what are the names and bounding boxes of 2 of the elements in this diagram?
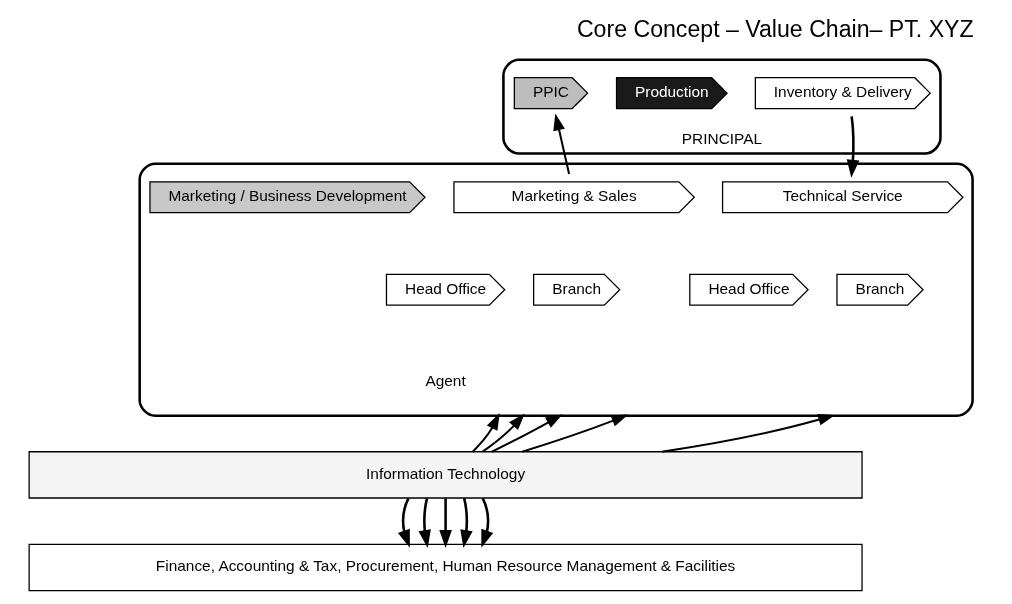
node-text: Agent xyxy=(425,372,466,390)
diagram-title: Core Concept – Value Chain– PT. XYZ xyxy=(576,16,974,43)
